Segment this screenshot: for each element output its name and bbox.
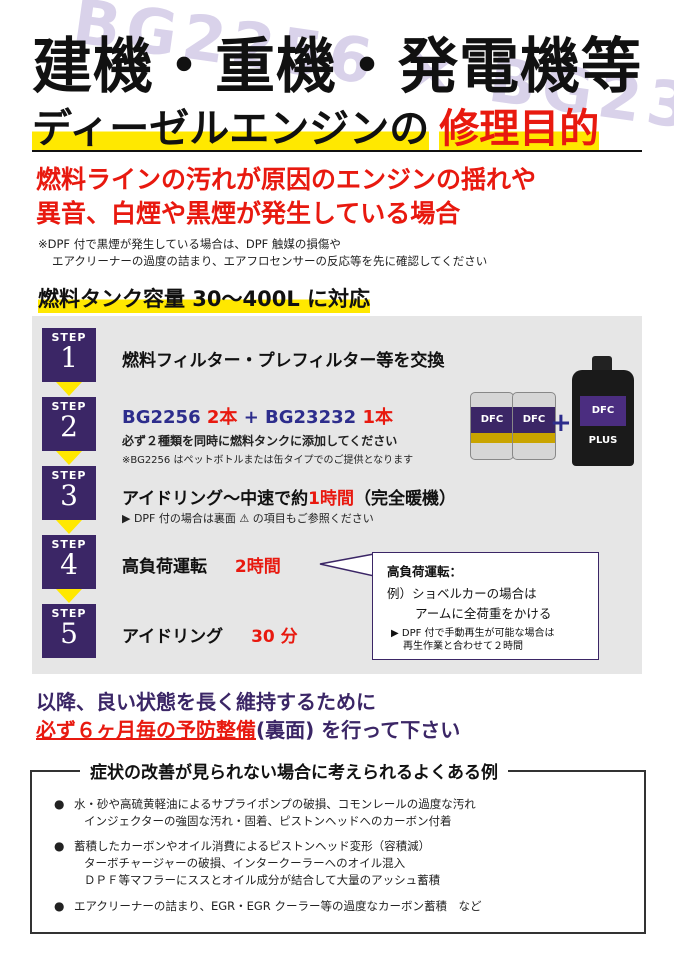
bubble-line-2: アームに全荷重をかける [415,606,552,621]
step-2-badge: STEP 2 [42,397,96,451]
step-3-text: アイドリング〜中速で約1時間（完全暖機） [122,484,456,509]
can-label: DFC [513,407,555,433]
bubble-line-1: 例）ショベルカーの場合は [387,586,537,601]
case-item-1: ● 水・砂や高硫黄軽油によるサプライポンプの破損、コモンレールの過度な汚れ イン… [54,796,476,830]
step-number: 5 [60,617,78,650]
page-subtitle: ディーゼルエンジンの修理目的 [32,96,600,154]
step-4-badge: STEP 4 [42,535,96,589]
problem-line-2: 異音、白煙や黒煙が発生している場合 [36,199,461,228]
dfc-plus-bottle: DFC PLUS [572,356,634,466]
subtitle-red: 修理目的 [439,106,600,152]
bubble-note-2: 再生作業と合わせて２時間 [403,641,523,652]
step-label: STEP [51,400,87,413]
plus-icon: + [550,408,572,438]
case-3-line-1: エアクリーナーの詰まり、EGR・EGR クーラー等の過度なカーボン蓄積 など [74,899,482,913]
step-label: STEP [51,607,87,620]
step-2-note-bold: 必ず２種類を同時に燃料タンクに添加してください [122,434,398,448]
step-2-note: ※BG2256 はペットボトルまたは缶タイプでのご提供となります [122,455,414,466]
arrow-down-icon [56,451,82,465]
arrow-down-icon [56,520,82,534]
tank-capacity: 燃料タンク容量 30〜400L に対応 [38,283,371,313]
bottle-label: DFC PLUS [580,396,626,446]
bullet-icon: ● [54,839,65,853]
step-number: 2 [60,410,78,443]
case-item-3: ● エアクリーナーの詰まり、EGR・EGR クーラー等の過度なカーボン蓄積 など [54,898,481,915]
step-label: STEP [51,469,87,482]
step-5-text: アイドリング 30 分 [122,622,298,647]
step-3-text-a: アイドリング〜中速で約 [122,489,309,509]
case-1-line-2: インジェクターの強固な汚れ・固着、ピストンヘッドへのカーボン付着 [84,814,452,828]
case-2-line-3: ＤＰＦ等マフラーにススとオイル成分が結合して大量のアッシュ蓄積 [84,873,441,887]
after-paren: (裏面) [256,718,315,742]
step-4-text: 高負荷運転 2時間 [122,552,281,577]
case-2-line-2: ターボチャージャーの破損、インタークーラーへのオイル混入 [84,856,406,870]
step-number: 4 [60,548,78,581]
dfc-can-2: DFC [512,392,556,460]
step-number: 1 [60,341,78,374]
product-2-count: 1本 [362,407,393,428]
step-2-text: BG2256 2本 + BG23232 1本 [122,403,393,429]
step-5-time: 30 分 [251,627,298,647]
arrow-down-icon [56,589,82,603]
product-1-name: BG2256 [122,407,201,428]
step-label: STEP [51,331,87,344]
problem-note-2: エアクリーナーの過度の詰まり、エアフロセンサーの反応等を先に確認してください [52,254,488,268]
step-number: 3 [60,479,78,512]
problem-line-1: 燃料ラインの汚れが原因のエンジンの揺れや [36,165,537,194]
after-line-2: 必ず６ヶ月毎の予防整備(裏面) を行って下さい [36,714,460,743]
step-4-time: 2時間 [234,557,281,577]
step-5-badge: STEP 5 [42,604,96,658]
case-item-2: ● 蓄積したカーボンやオイル消費によるピストンヘッド変形（容積減） ターボチャー… [54,838,440,889]
bubble-pointer [319,553,378,577]
product-2-name: + BG23232 [243,407,357,428]
after-rest: を行って下さい [321,718,461,742]
step-1-text: 燃料フィルター・プレフィルター等を交換 [122,351,445,371]
bubble-title: 高負荷運転： [387,564,463,579]
step-3-text-c: （完全暖機） [354,489,456,509]
bubble-note-1: ▶ DPF 付で手動再生が可能な場合は [391,628,555,639]
step-label: STEP [51,538,87,551]
step-5-label: アイドリング [122,627,224,647]
can-label: DFC [471,407,513,433]
bubble-note: ▶ DPF 付で手動再生が可能な場合は 再生作業と合わせて２時間 [391,627,555,653]
bullet-icon: ● [54,899,65,913]
maintenance-emphasis: 必ず６ヶ月毎の予防整備 [36,718,256,742]
step-3-note: ▶ DPF 付の場合は裏面 ⚠ の項目もご参照ください [122,512,374,525]
dfc-can-1: DFC [470,392,514,460]
header-divider [32,150,642,152]
cases-title: 症状の改善が見られない場合に考えられるよくある例 [80,758,508,783]
high-load-bubble: 高負荷運転： 例）ショベルカーの場合は アームに全荷重をかける ▶ DPF 付で… [372,552,599,660]
bullet-icon: ● [54,797,65,811]
page-title: 建機・重機・発電機等 [32,32,642,102]
after-line-1: 以降、良い状態を長く維持するために [36,690,376,714]
step-4-label: 高負荷運転 [122,557,207,577]
step-3-badge: STEP 3 [42,466,96,520]
step-3-time: 1時間 [308,489,354,509]
product-1-count: 2本 [206,407,238,428]
arrow-down-icon [56,382,82,396]
case-2-line-1: 蓄積したカーボンやオイル消費によるピストンヘッド変形（容積減） [74,839,431,853]
problem-note-1: ※DPF 付で黒煙が発生している場合は、DPF 触媒の損傷や [38,237,341,251]
subtitle-black: ディーゼルエンジンの [32,106,430,152]
case-1-line-1: 水・砂や高硫黄軽油によるサプライポンプの破損、コモンレールの過度な汚れ [74,797,476,811]
step-1-badge: STEP 1 [42,328,96,382]
